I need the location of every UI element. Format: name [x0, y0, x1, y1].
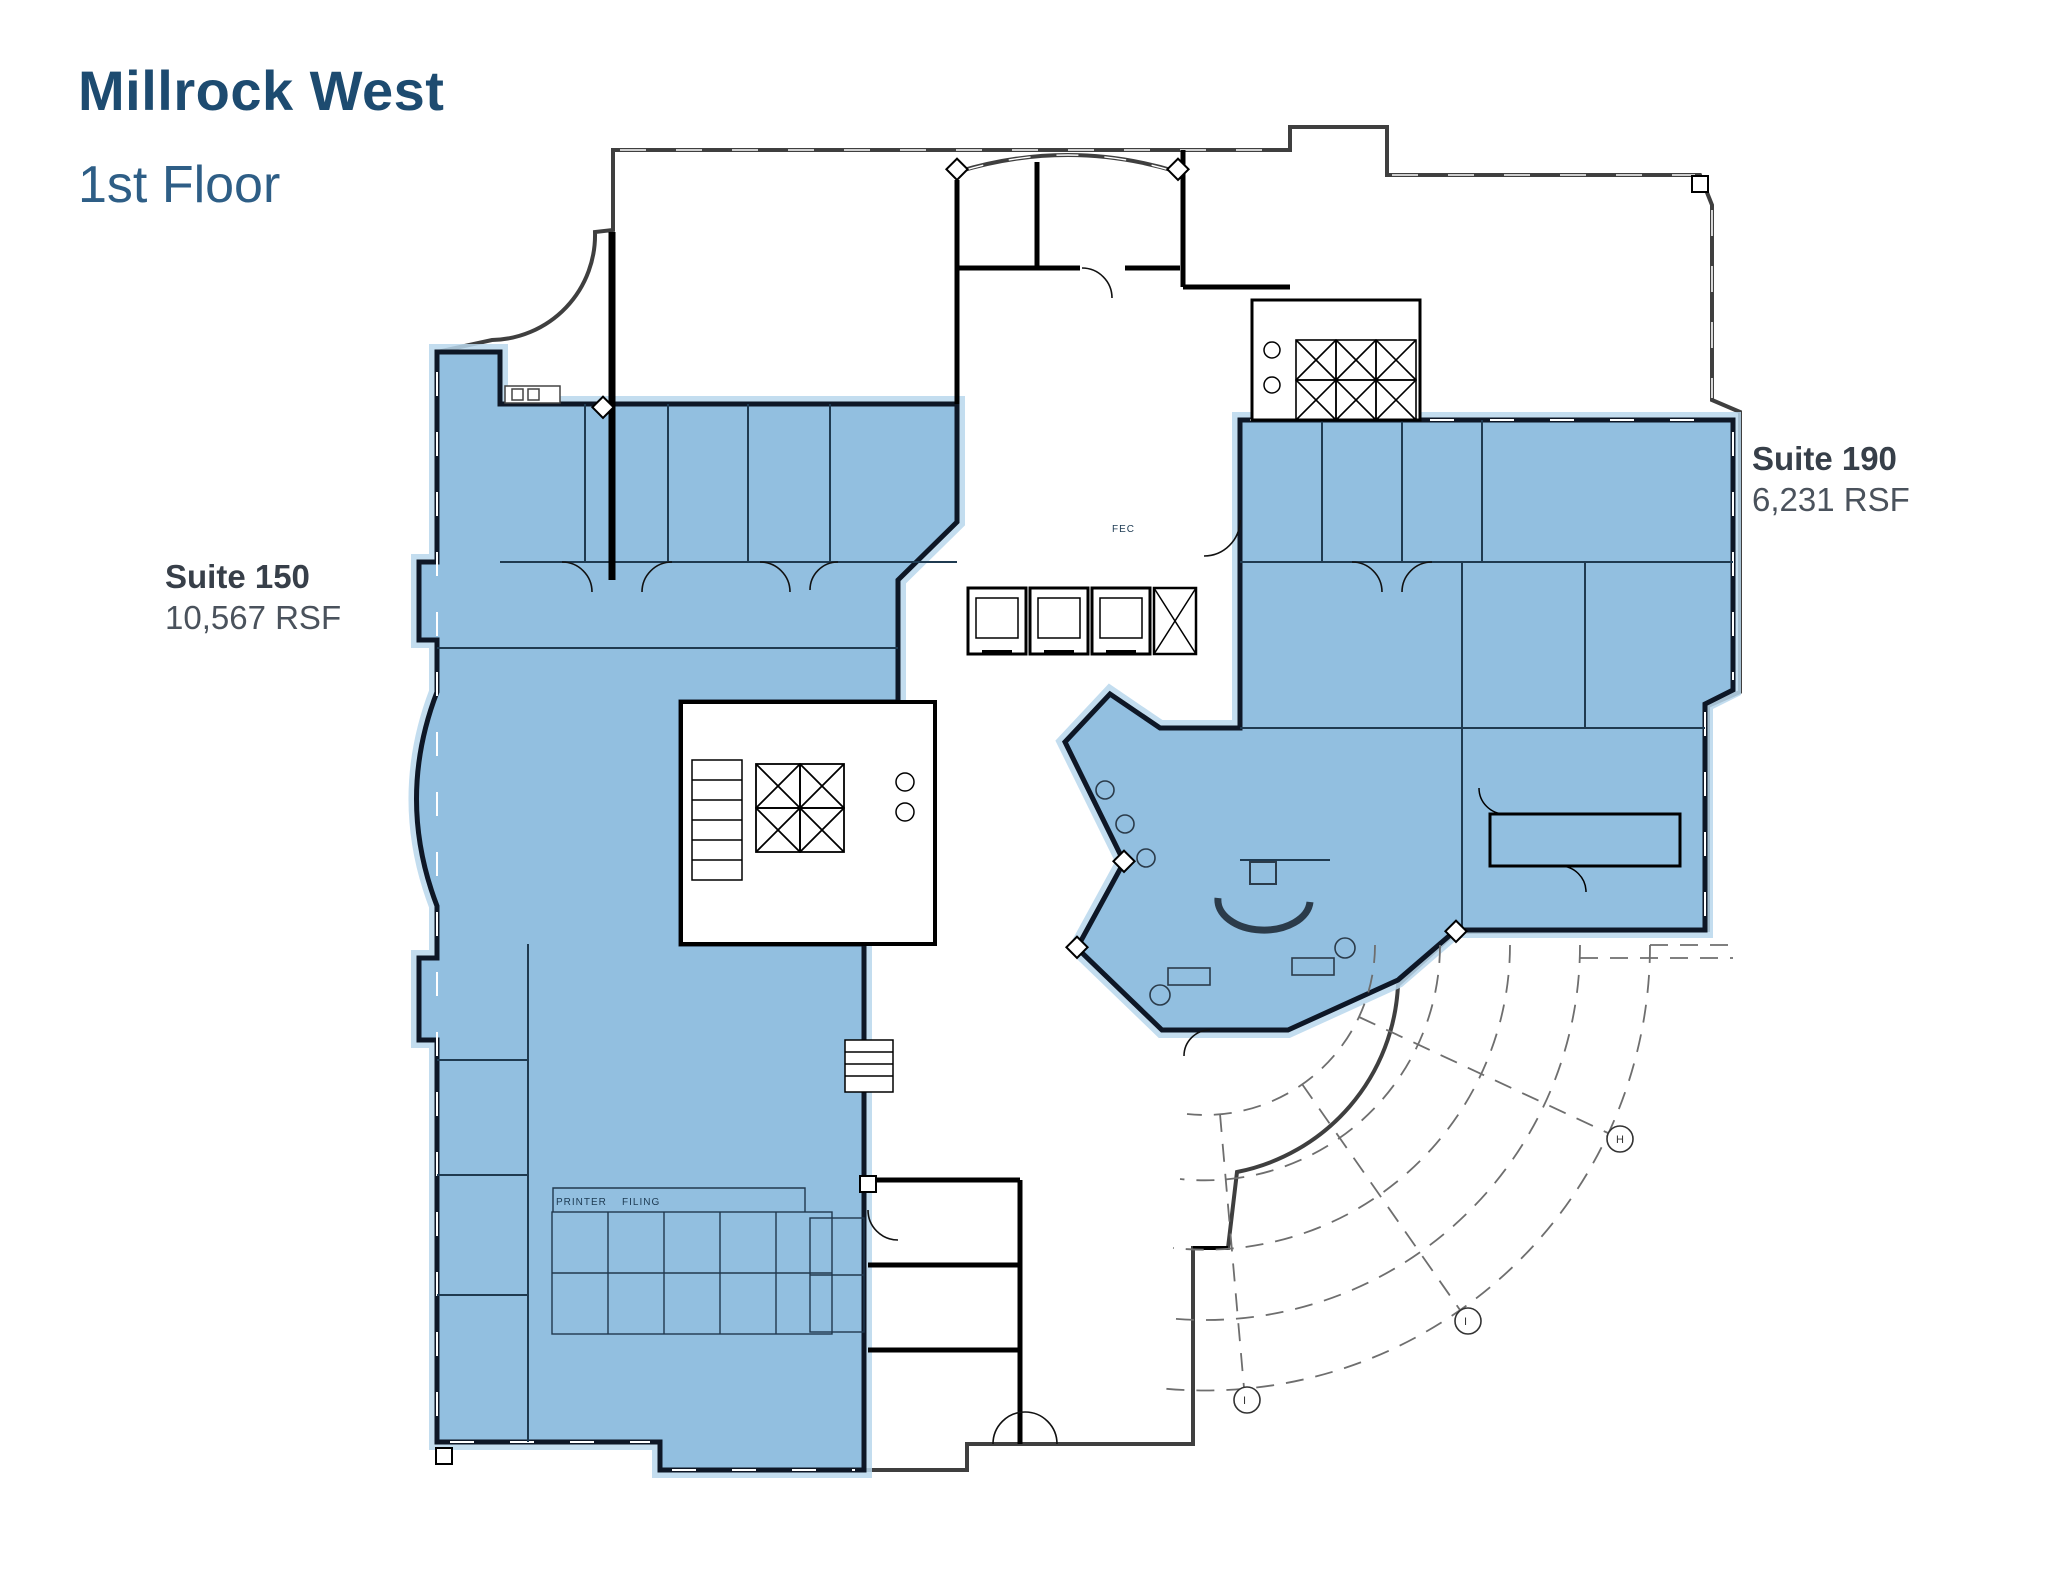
elevator-bank	[966, 586, 1198, 656]
reception-furniture	[1095, 780, 1356, 1006]
grid-marker-label: H	[1616, 1134, 1624, 1146]
page-title: Millrock West	[78, 59, 445, 122]
workstation-grid	[551, 1187, 865, 1335]
suite-150-area: 10,567 RSF	[165, 599, 342, 637]
toilet-stall-icons	[755, 763, 845, 853]
elevator-shaft-icon	[1152, 586, 1198, 656]
top-arc-bay-mullions	[961, 154, 1174, 172]
printer-label: PRINTER	[556, 1197, 607, 1208]
page-subtitle: 1st Floor	[78, 156, 281, 214]
title-block: Millrock West 1st Floor	[78, 58, 444, 215]
suite-regions	[414, 349, 1736, 1473]
toilet-stall-icons-right	[1295, 339, 1417, 421]
grid-marker-label: I	[1464, 1316, 1467, 1328]
grid-marker-label: I	[1243, 1395, 1246, 1407]
left-core	[679, 700, 937, 946]
suite-190-region	[1061, 417, 1736, 1033]
right-restroom-core	[1250, 298, 1422, 422]
door-swings	[561, 267, 1433, 1445]
stair-icon	[691, 759, 743, 881]
suite-window-gaps	[436, 372, 1734, 1471]
plan-text-labels: PRINTER FILING FEC	[556, 524, 1135, 1208]
fec-label: FEC	[1112, 524, 1135, 535]
suite-150-label: Suite 150 10,567 RSF	[165, 556, 341, 639]
suite-partitions	[437, 404, 1733, 1442]
column-markers	[435, 157, 1709, 1465]
suite-190-name: Suite 190	[1752, 440, 1897, 477]
suite-190-label: Suite 190 6,231 RSF	[1752, 438, 1910, 521]
kitchenette-counter	[504, 385, 561, 404]
suite-150-name: Suite 150	[165, 558, 310, 595]
lower-stair-icon	[844, 1039, 894, 1093]
canopy-arcs	[1157, 944, 1733, 1392]
grid-bubble-markers: H I I	[1233, 1125, 1634, 1414]
suite-190-corridor	[1478, 787, 1682, 893]
interior-walls	[608, 150, 1290, 1444]
filing-label: FILING	[622, 1197, 660, 1208]
suite-190-area: 6,231 RSF	[1752, 481, 1910, 519]
